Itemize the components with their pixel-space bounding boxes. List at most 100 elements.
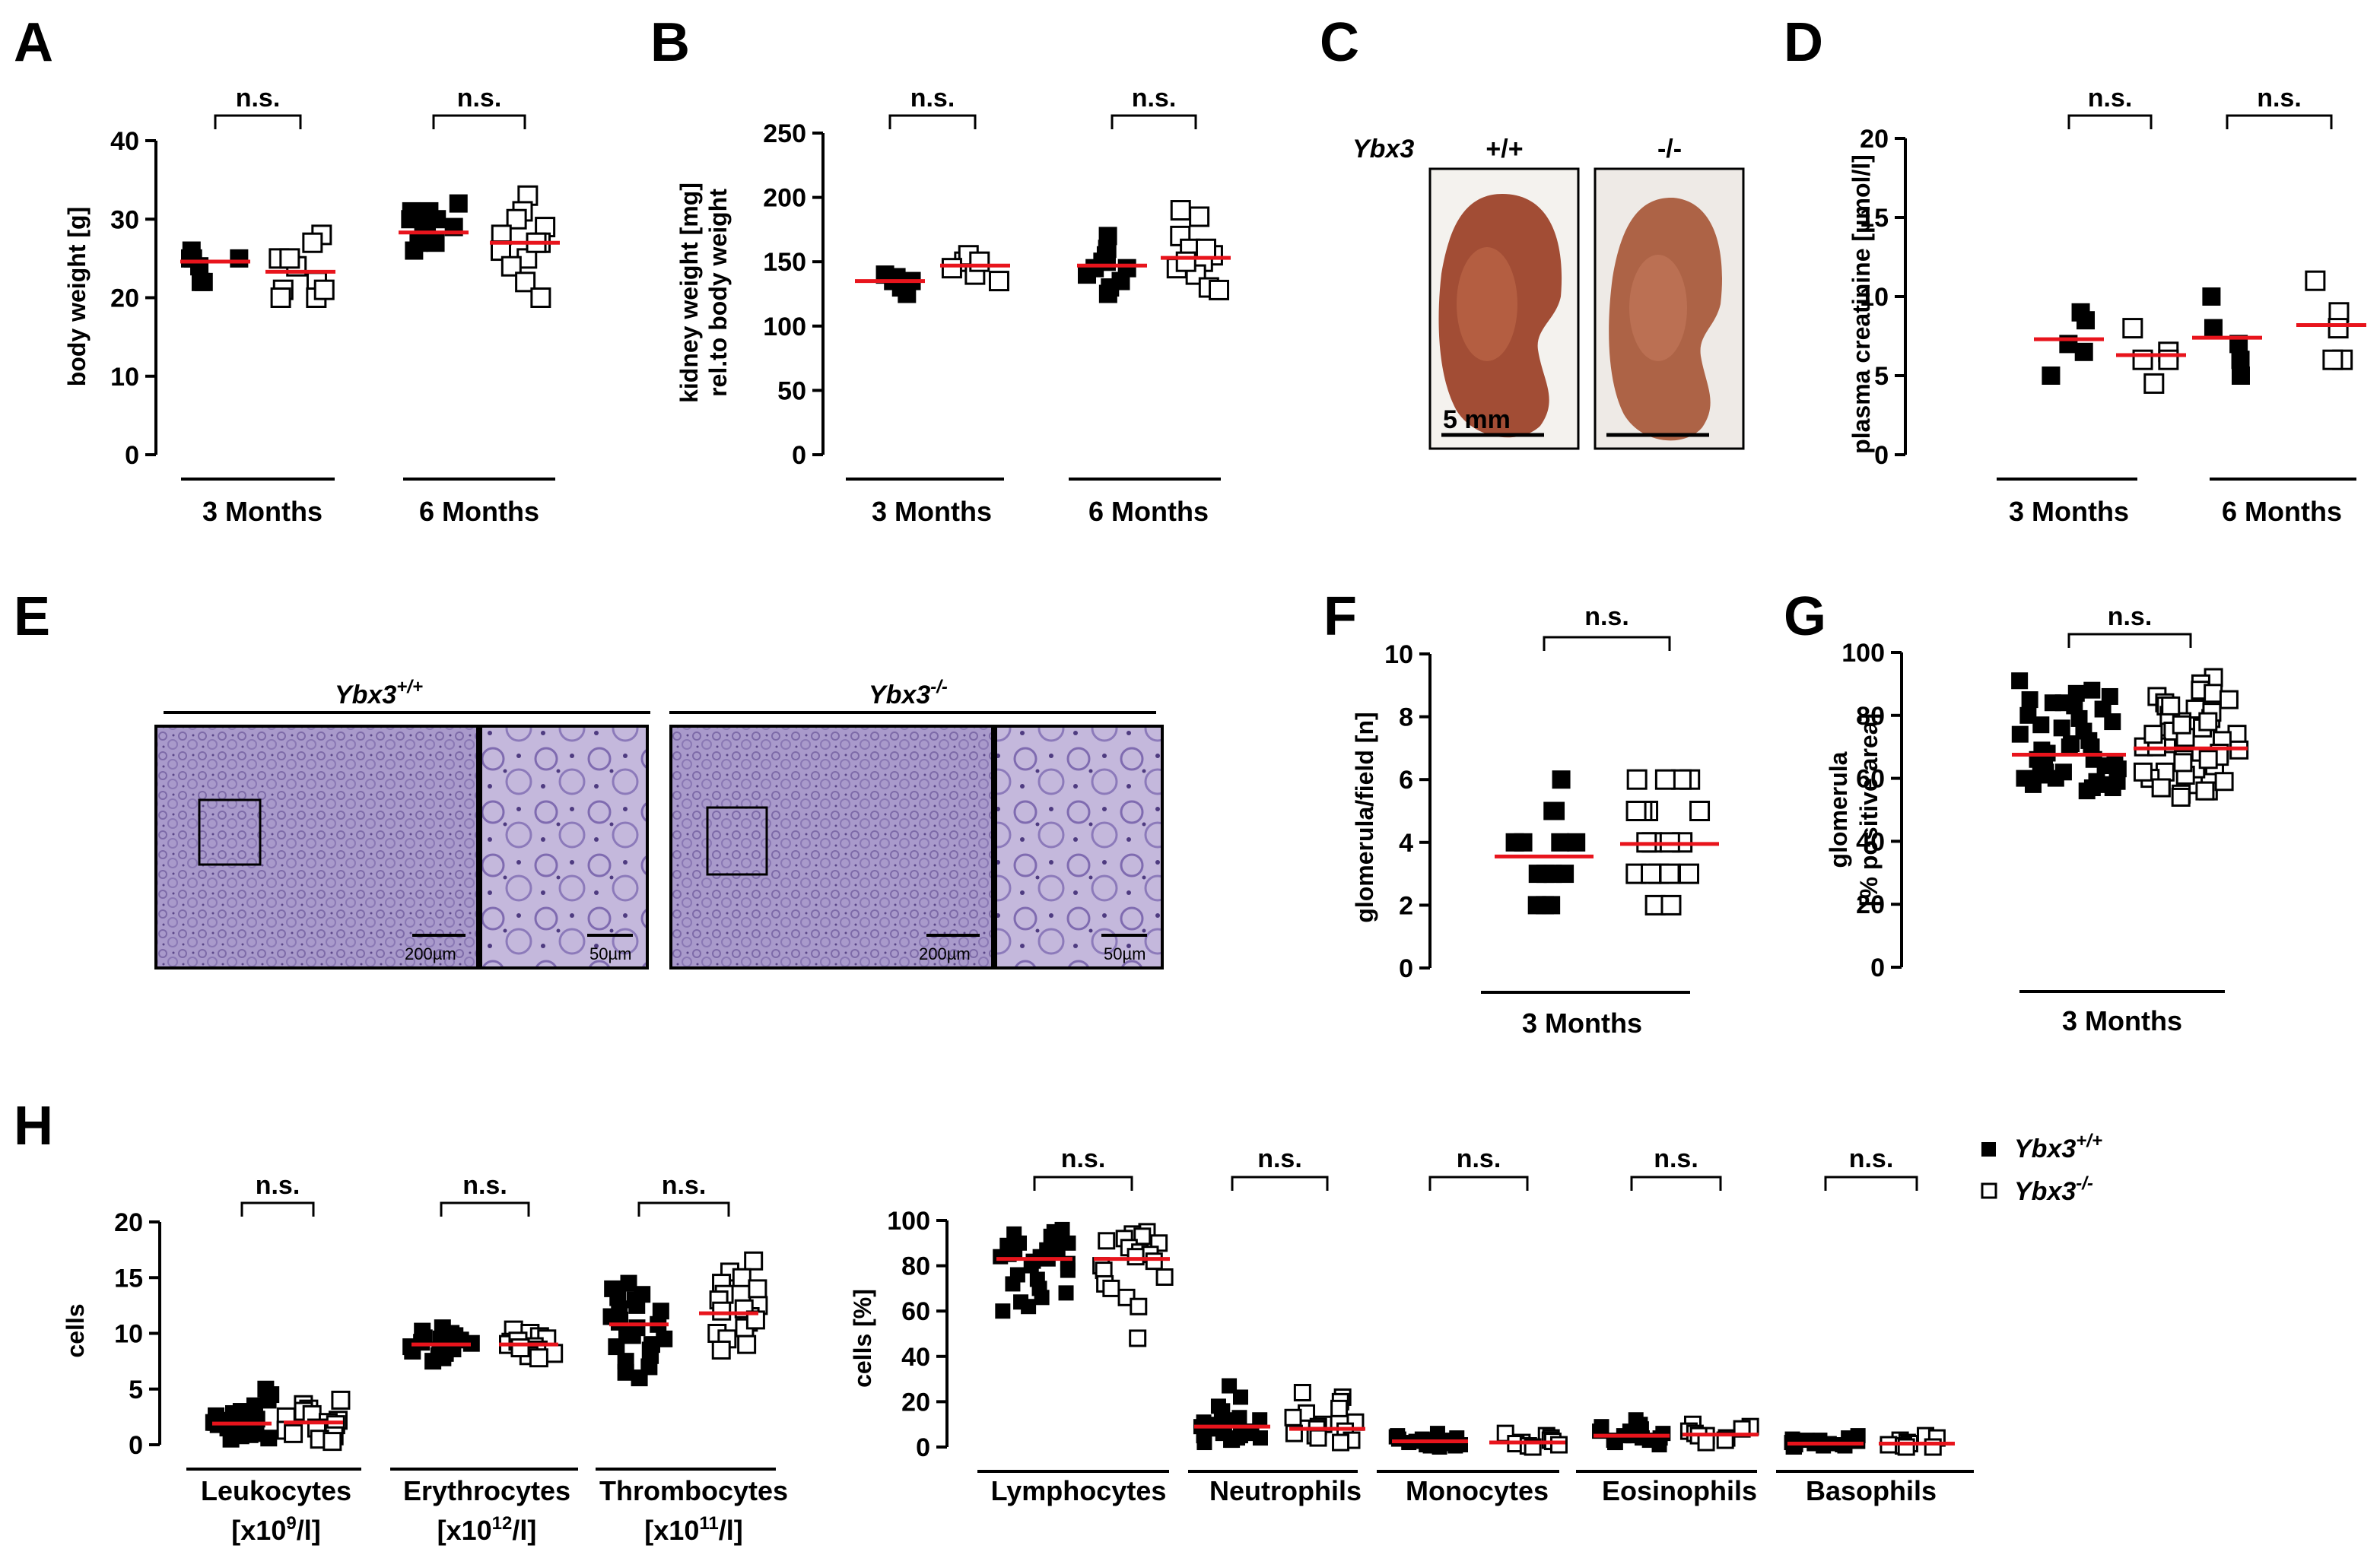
- legend-sup-wt: +/+: [2076, 1131, 2102, 1151]
- ns-bracket-h-right-basophils: [1824, 1176, 1918, 1191]
- group-label-d-3-months: 3 Months: [2009, 496, 2129, 527]
- data-point: [1005, 1276, 1021, 1292]
- unit-erythrocytes-sup: 12: [492, 1513, 513, 1534]
- histology-zoom-wt: [479, 725, 649, 969]
- data-point: [631, 1369, 648, 1387]
- data-point: [2204, 684, 2223, 703]
- y-tick-label-f-0: 0: [1399, 954, 1413, 983]
- data-point: [270, 287, 291, 308]
- ns-label-a-6-months: n.s.: [457, 84, 502, 113]
- series-a-6-months-wt: [399, 194, 469, 260]
- data-point: [462, 1334, 480, 1352]
- series-h-left-leukocytes-wt: [205, 1380, 280, 1448]
- ylabel-g-line2: [% positive area]: [1855, 713, 1883, 906]
- y-tick-label-f-8: 8: [1399, 703, 1413, 732]
- histology-sup-wt: +/+: [396, 677, 423, 697]
- data-point: [609, 1289, 627, 1306]
- panel-letter-c: C: [1320, 12, 1359, 73]
- data-point: [1252, 1412, 1268, 1428]
- kidney-ko-highlight: [1629, 255, 1687, 361]
- data-point: [1233, 1389, 1249, 1405]
- data-point: [2074, 342, 2093, 361]
- legend-gene-ko: Ybx3: [2014, 1177, 2076, 1206]
- histology-inset-box-wt: [198, 798, 262, 866]
- data-point: [331, 1390, 351, 1410]
- group-label-h-right-basophils: Basophils: [1806, 1475, 1937, 1506]
- histology-zoom-ko: [994, 725, 1164, 969]
- ns-label-h-right-eosinophils: n.s.: [1654, 1144, 1698, 1173]
- series-d-3-months-wt: [2034, 303, 2104, 385]
- data-point: [748, 1279, 767, 1299]
- data-point: [620, 1274, 637, 1292]
- data-point: [1641, 863, 1662, 884]
- data-point: [1170, 200, 1191, 221]
- data-point: [2161, 696, 2181, 716]
- ns-label-h-right-lymphocytes: n.s.: [1061, 1144, 1106, 1173]
- data-point: [2109, 760, 2127, 778]
- data-point: [191, 272, 210, 291]
- data-point: [988, 271, 1009, 292]
- data-point: [2172, 715, 2191, 735]
- data-point: [260, 1430, 278, 1447]
- y-tick-label-b-150: 150: [763, 248, 806, 277]
- data-point: [1007, 1244, 1023, 1260]
- data-point: [230, 249, 249, 268]
- series-b-3-months-wt: [855, 265, 925, 303]
- data-point: [2204, 319, 2223, 338]
- data-point: [2231, 367, 2250, 385]
- data-point: [2011, 672, 2029, 690]
- data-point: [652, 1303, 669, 1320]
- data-point: [1555, 865, 1574, 884]
- data-point: [1332, 1433, 1350, 1452]
- ns-bracket-d-6-months: [2226, 114, 2333, 129]
- legend-gene-wt: Ybx3: [2014, 1135, 2076, 1163]
- legend-label-wt: Ybx3+/+: [2014, 1131, 2102, 1163]
- series-h-right-eosinophils-wt: [1592, 1412, 1671, 1453]
- y-tick-label-d-10: 10: [1860, 283, 1889, 312]
- data-point: [1897, 1438, 1915, 1456]
- y-tick-label-f-6: 6: [1399, 766, 1413, 795]
- data-point: [1034, 1290, 1050, 1306]
- y-tick-label-d-20: 20: [1860, 125, 1889, 154]
- data-point: [1837, 1438, 1853, 1454]
- data-point: [1098, 284, 1117, 303]
- ns-bracket-h-left-leukocytes: [240, 1201, 315, 1217]
- ns-bracket-h-right-lymphocytes: [1033, 1176, 1133, 1191]
- data-point: [284, 1423, 303, 1443]
- panel-letter-a: A: [14, 12, 53, 73]
- data-point: [2108, 773, 2126, 790]
- xlabel-thrombocytes: Thrombocytes: [599, 1475, 788, 1506]
- data-point: [628, 1296, 646, 1314]
- histology-scale-label-ko-1: 200µm: [919, 944, 971, 963]
- data-point: [624, 1327, 641, 1344]
- data-point: [1659, 863, 1680, 884]
- panel-letter-g: G: [1784, 586, 1826, 647]
- y-tick-label-h-right-40: 40: [901, 1343, 930, 1372]
- group-label-h-right-eosinophils: Eosinophils: [1602, 1475, 1757, 1506]
- series-a-3-months-ko: [265, 224, 335, 308]
- data-point: [259, 1392, 277, 1409]
- group-label-h-right-monocytes: Monocytes: [1406, 1475, 1549, 1506]
- y-tick-label-d-0: 0: [1874, 441, 1889, 470]
- ns-bracket-h-left-thrombocytes: [637, 1201, 730, 1217]
- data-point: [2094, 700, 2111, 718]
- histology-title-ko: Ybx3-/-: [869, 677, 948, 709]
- data-point: [1330, 1399, 1349, 1417]
- group-label-h-right-neutrophils: Neutrophils: [1209, 1475, 1362, 1506]
- panel-letter-b: B: [650, 12, 690, 73]
- ns-label-f-3-months: n.s.: [1584, 602, 1629, 631]
- y-tick-label-a-0: 0: [125, 441, 139, 470]
- legend-sup-ko: -/-: [2076, 1173, 2093, 1194]
- data-point: [420, 202, 439, 221]
- data-point: [1654, 769, 1676, 790]
- data-point: [1514, 833, 1533, 852]
- ylabel-b-line2: rel.to body weight: [704, 189, 732, 397]
- series-h-right-neutrophils-ko: [1284, 1383, 1365, 1452]
- data-point: [744, 1251, 764, 1271]
- y-tick-label-a-10: 10: [110, 363, 139, 392]
- data-point: [510, 1338, 530, 1358]
- ylabel-h-right: cells [%]: [849, 1289, 876, 1388]
- histology-gene-wt: Ybx3: [335, 681, 396, 709]
